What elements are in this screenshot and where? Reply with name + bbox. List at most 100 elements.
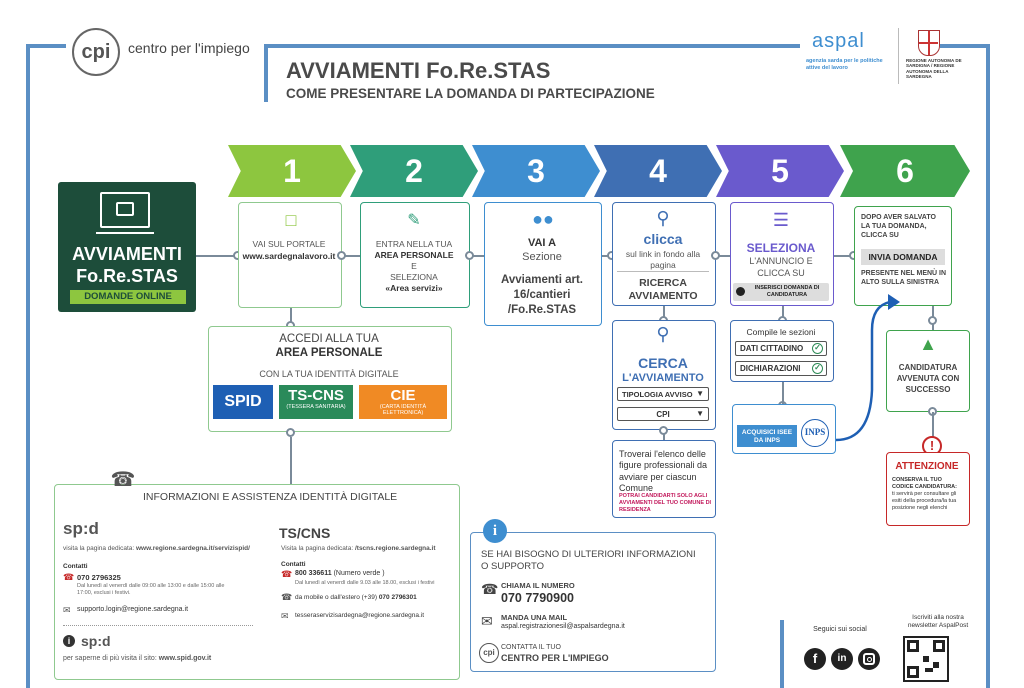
success-card: ▲ CANDIDATURA AVVENUTA CON SUCCESSO (886, 330, 970, 412)
step-2-bold-b: «Area servizi» (385, 283, 443, 293)
connector (834, 255, 854, 257)
check-icon: ✓ (812, 343, 823, 354)
connector (290, 437, 292, 485)
connector-dot (337, 251, 346, 260)
frame-right (986, 44, 990, 688)
spid-more: per saperne di più visita il sito: www.s… (63, 655, 212, 662)
step-6-text-a: DOPO AVER SALVATO LA TUA DOMANDA, CLICCA… (861, 214, 936, 240)
step-3-chevron: 3 (472, 145, 600, 197)
info-icon: i (63, 635, 75, 647)
spid-url-link[interactable]: www.regione.sardegna.it/servizispid/ (136, 545, 250, 552)
step-1-link[interactable]: www.sardegnalavoro.it (242, 251, 336, 261)
step-1-chevron: 1 (228, 145, 356, 197)
intro-badge: DOMANDE ONLINE (70, 290, 186, 304)
step-2-text-c: SELEZIONA (390, 272, 438, 282)
search-card: ⚲ CERCA L'AVVIAMENTO TIPOLOGIA AVVISO▼ C… (612, 320, 716, 430)
spid-more-link[interactable]: www.spid.gov.it (158, 655, 212, 662)
spid-hours: Dal lunedì al venerdì dalle 09:00 alle 1… (77, 583, 225, 597)
cpi-select[interactable]: CPI▼ (617, 407, 709, 421)
connector-dot (465, 251, 474, 260)
mail-icon: ✉ (63, 605, 71, 615)
call-label: CHIAMA IL NUMERO (501, 581, 575, 590)
step-2-bold-a: AREA PERSONALE (374, 250, 454, 260)
spid-info-logo: sp:d (81, 633, 111, 649)
instagram-icon[interactable] (858, 648, 880, 670)
citizen-data-section[interactable]: DATI CITTADINO✓ (735, 341, 827, 356)
phone-icon: ☎ (63, 572, 75, 582)
call-number[interactable]: 070 7790900 (501, 591, 574, 605)
cie-button[interactable]: CIE (CARTA IDENTITÀ ELETTRONICA) (359, 385, 447, 419)
tscns-hours: Dal lunedì al venerdì dalle 9.03 alle 18… (295, 580, 435, 586)
frame-inner (780, 620, 784, 688)
tscns-url-link[interactable]: /tscns.regione.sardegna.it (354, 545, 436, 552)
support-agent-icon: ☎ (110, 468, 136, 491)
access-title-b: AREA PERSONALE (275, 347, 383, 359)
warning-text: ti servirà per consultare gli esiti dell… (892, 491, 957, 512)
step-4-link[interactable]: RICERCA AVVIAMENTO (628, 277, 698, 302)
notice-type-select[interactable]: TIPOLOGIA AVVISO▼ (617, 387, 709, 401)
person-at-computer-icon: □ (285, 209, 297, 230)
cpi-label: CONTATTA IL TUO (501, 644, 561, 651)
search-icon: ⚲ (656, 207, 670, 228)
connector (782, 306, 784, 320)
chevron-down-icon: ▼ (696, 389, 704, 398)
tscns-phone-line: 800 336611 (Numero verde ) (295, 570, 385, 577)
phone-icon: ☎ (281, 569, 293, 579)
step-3-bold-a: VAI A (527, 237, 557, 249)
qr-code[interactable] (903, 636, 949, 682)
tscns-button[interactable]: TS-CNS (TESSERA SANITARIA) (279, 385, 353, 419)
frame-top-left (26, 44, 66, 48)
result-note: POTRAI CANDIDARTI SOLO AGLI AVVIAMENTI D… (619, 493, 712, 514)
frame-left (26, 44, 30, 688)
search-title-b: L'AVVIAMENTO (622, 372, 704, 384)
intro-line2: Fo.Re.STAS (76, 266, 178, 286)
cpi-icon: cpi (479, 643, 499, 663)
warning-title: ATTENZIONE (895, 461, 959, 472)
connector (932, 412, 934, 438)
users-icon: ●● (532, 208, 554, 229)
spid-button[interactable]: SPID (213, 385, 273, 419)
phone-icon: ☎ (481, 581, 499, 597)
result-card: Troverai l'elenco delle figure professio… (612, 440, 716, 518)
computer-icon (96, 192, 154, 234)
mail-label: MANDA UNA MAIL (501, 613, 568, 622)
support-mail[interactable]: aspal.registrazionesil@aspalsardegna.it (501, 623, 625, 630)
step-5-bold-a: SELEZIONA (746, 241, 816, 255)
tscns-visit: Visita la pagina dedicata: /tscns.region… (281, 545, 436, 552)
insert-application-button[interactable]: INSERISCI DOMANDA DI CANDIDATURA (733, 283, 829, 301)
cpi-title: centro per l'impiego (128, 40, 250, 56)
mobile-phone-icon: ☎ (281, 592, 293, 602)
linkedin-icon[interactable]: in (831, 648, 853, 670)
tscns-mail[interactable]: tesseraservizisardegna@regione.sardegna.… (295, 612, 425, 619)
step-1-text: VAI SUL PORTALE (252, 239, 326, 249)
region-text: REGIONE AUTONOMA DE SARDIGNA / REGIONE A… (906, 58, 962, 80)
connector-dot (711, 251, 720, 260)
page-title: AVVIAMENTI Fo.Re.STAS (286, 58, 551, 83)
tscns-contacts-label: Contatti (281, 561, 306, 568)
connector (290, 308, 292, 326)
header-divider (898, 28, 899, 84)
support-title: SE HAI BISOGNO DI ULTERIORI INFORMAZIONI… (481, 549, 696, 573)
tscns-mobile-line: da mobile o dall'estero (+39) 070 279630… (295, 594, 417, 601)
step-6-card: DOPO AVER SALVATO LA TUA DOMANDA, CLICCA… (854, 206, 952, 306)
declarations-section[interactable]: DICHIARAZIONI✓ (735, 361, 827, 376)
connector (663, 434, 665, 440)
spid-logo: sp:d (63, 519, 99, 538)
step-3-bold-b: Avviamenti art. 16/cantieri /Fo.Re.STAS (500, 274, 584, 316)
step-6-chevron: 6 (840, 145, 970, 197)
spid-phone: 070 2796325 (77, 573, 121, 582)
connector (342, 255, 360, 257)
frame-title-left (264, 44, 268, 102)
tscns-title: TS/CNS (279, 525, 331, 541)
acquire-isee-button[interactable]: ACQUISICI ISEE DA INPS (737, 425, 797, 447)
step-5-card: ☰ SELEZIONA L'ANNUNCIO E CLICCA SU INSER… (730, 202, 834, 306)
facebook-icon[interactable]: f (804, 648, 826, 670)
intro-line1: AVVIAMENTI (72, 244, 182, 264)
spid-mail[interactable]: supporto.login@regione.sardegna.it (77, 606, 189, 613)
step-2-card: ✎ ENTRA NELLA TUA AREA PERSONALE E SELEZ… (360, 202, 470, 308)
page-subtitle: COME PRESENTARE LA DOMANDA DI PARTECIPAZ… (286, 86, 655, 101)
list-icon: ☰ (772, 209, 790, 230)
newsletter-label: Iscriviti alla nostra newsletter AspalPo… (907, 614, 969, 630)
cpi-link[interactable]: CENTRO PER L'IMPIEGO (501, 653, 609, 663)
submit-application-button[interactable]: INVIA DOMANDA (861, 249, 945, 265)
